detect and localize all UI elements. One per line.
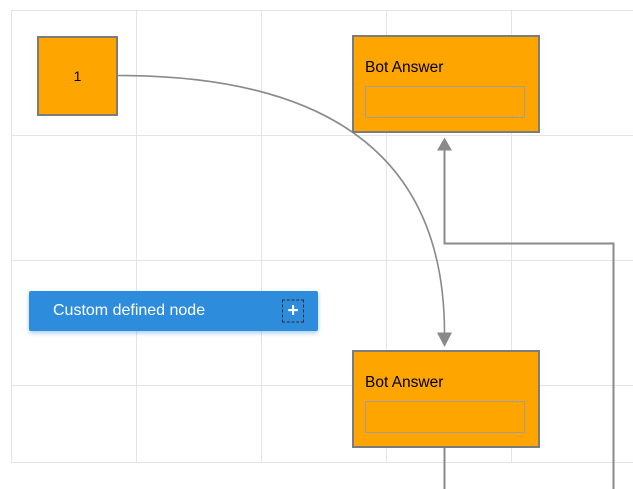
- node-start[interactable]: 1: [37, 36, 118, 116]
- arrowhead-up-icon: [437, 137, 452, 151]
- connector-orthogonal-to-bot-top[interactable]: [437, 137, 615, 489]
- connector-orthogonal-path[interactable]: [443, 150, 615, 489]
- node-bot-answer-bottom[interactable]: Bot Answer: [352, 350, 540, 448]
- connector-curve-start-to-bot-bottom[interactable]: [117, 74, 452, 348]
- custom-defined-node-label: Custom defined node: [53, 302, 206, 319]
- connector-curve-path[interactable]: [117, 74, 446, 334]
- node-bot-answer-top[interactable]: Bot Answer: [352, 35, 540, 133]
- bot-answer-title: Bot Answer: [365, 59, 444, 76]
- bot-answer-input[interactable]: [365, 86, 525, 118]
- bot-answer-input[interactable]: [365, 401, 525, 433]
- add-node-icon[interactable]: +: [282, 299, 304, 323]
- bot-answer-title: Bot Answer: [365, 374, 444, 391]
- custom-defined-node-button[interactable]: Custom defined node +: [29, 291, 318, 331]
- node-start-label: 1: [73, 68, 82, 84]
- arrowhead-down-icon: [437, 332, 452, 347]
